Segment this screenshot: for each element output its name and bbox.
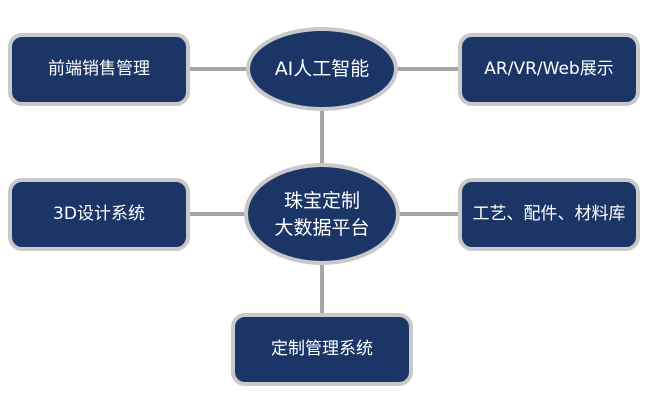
node-big-data-platform-line1: 珠宝定制 [284, 190, 360, 212]
node-3d-design: 3D设计系统 [8, 178, 190, 251]
node-customization-management-label: 定制管理系统 [271, 339, 373, 359]
node-3d-design-label: 3D设计系统 [53, 204, 145, 224]
node-frontend-sales-label: 前端销售管理 [48, 59, 150, 79]
node-customization-management: 定制管理系统 [231, 313, 413, 386]
node-big-data-platform-line2: 大数据平台 [274, 217, 369, 239]
node-craft-library-label: 工艺、配件、材料库 [473, 204, 626, 224]
node-craft-library: 工艺、配件、材料库 [458, 178, 640, 251]
connectors [188, 67, 460, 315]
node-ai-label: AI人工智能 [275, 58, 370, 80]
node-ar-vr-web-label: AR/VR/Web展示 [484, 59, 613, 79]
node-frontend-sales: 前端销售管理 [8, 33, 190, 106]
node-ar-vr-web: AR/VR/Web展示 [458, 33, 640, 106]
node-ai: AI人工智能 [246, 27, 398, 111]
node-big-data-platform: 珠宝定制 大数据平台 [244, 163, 400, 265]
